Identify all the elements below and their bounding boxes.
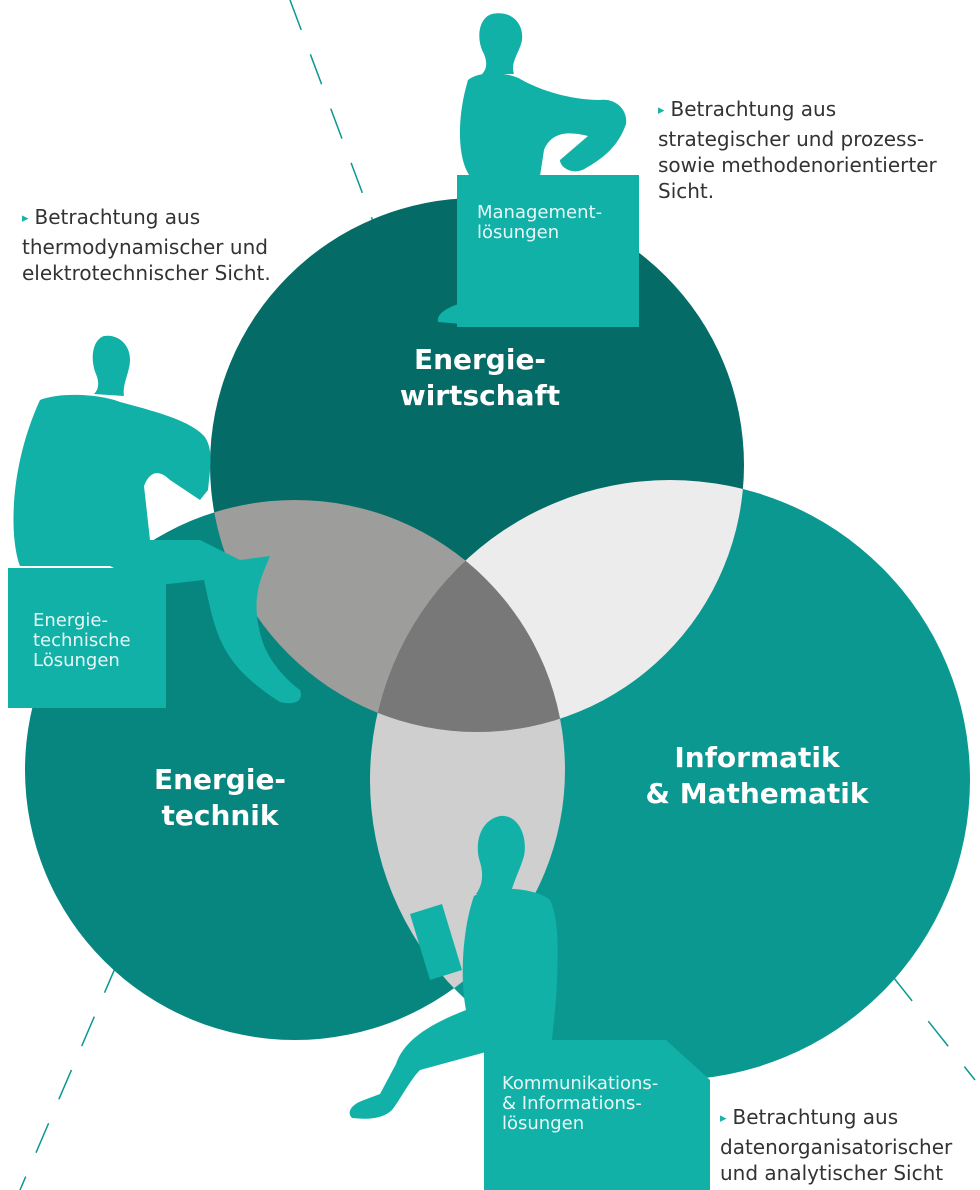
- overlap-center: [370, 500, 565, 732]
- energietechnisch-box: [8, 568, 166, 708]
- kommunikation-box: [484, 1040, 710, 1190]
- seated-man-figure-icon: [437, 13, 627, 325]
- arrow-icon: ▸: [720, 1111, 727, 1126]
- note-informatik-text: Betrachtung aus datenorganisatorischer u…: [720, 1105, 953, 1185]
- note-management: ▸Betrachtung aus strategischer und proze…: [658, 96, 937, 204]
- seated-woman-laptop-figure-icon: [349, 815, 558, 1119]
- arrow-icon: ▸: [658, 103, 665, 118]
- note-informatik: ▸Betrachtung aus datenorganisatorischer …: [720, 1104, 952, 1186]
- energietechnisch-box-label: Energie- technische Lösungen: [33, 610, 131, 671]
- circle-title-energiewirtschaft: Energie- wirtschaft: [399, 343, 561, 412]
- note-management-text: Betrachtung aus strategischer und prozes…: [658, 97, 937, 203]
- management-box-label: Management- lösungen: [477, 202, 603, 243]
- circle-title-informatik: Informatik & Mathematik: [645, 741, 869, 810]
- seated-man-figure-icon: [13, 335, 302, 704]
- circle-title-energietechnik: Energie- technik: [153, 763, 287, 832]
- arrow-icon: ▸: [22, 211, 29, 226]
- note-energietechnik-text: Betrachtung aus thermodynamischer und el…: [22, 205, 271, 285]
- kommunikation-box-label: Kommunikations- & Informations- lösungen: [502, 1073, 659, 1134]
- note-energietechnik: ▸Betrachtung aus thermodynamischer und e…: [22, 204, 271, 286]
